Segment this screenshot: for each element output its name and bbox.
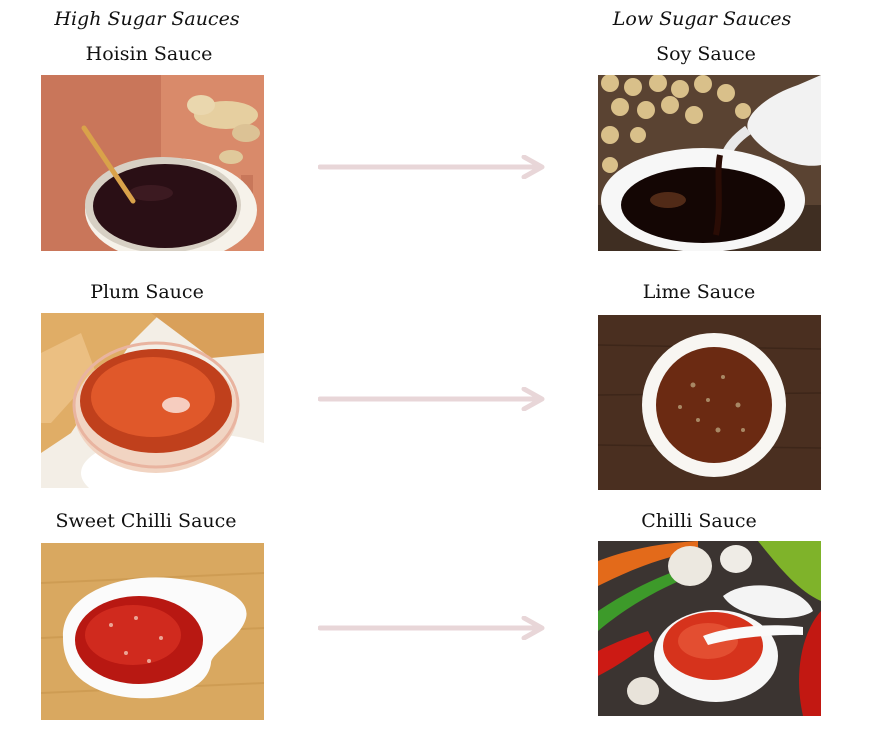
- plum-sauce-image: [41, 313, 264, 488]
- hoisin-sauce-label: Hoisin Sauce: [85, 43, 213, 65]
- chilli-sauce-image: [598, 541, 821, 716]
- soy-sauce-image: [598, 75, 821, 251]
- arrow-row-3: [318, 616, 548, 640]
- sweet-chilli-sauce-label: Sweet Chilli Sauce: [55, 510, 237, 532]
- lime-sauce-image: [598, 315, 821, 490]
- sweet-chilli-sauce-image: [41, 543, 264, 720]
- plum-sauce-label: Plum Sauce: [90, 281, 204, 303]
- arrow-row-1: [318, 155, 548, 179]
- lime-sauce-label: Lime Sauce: [642, 281, 756, 303]
- arrow-row-2: [318, 387, 548, 411]
- hoisin-sauce-image: [41, 75, 264, 251]
- low-sugar-heading: Low Sugar Sauces: [612, 8, 792, 30]
- soy-sauce-label: Soy Sauce: [656, 43, 756, 65]
- high-sugar-heading: High Sugar Sauces: [54, 8, 240, 30]
- chilli-sauce-label: Chilli Sauce: [641, 510, 757, 532]
